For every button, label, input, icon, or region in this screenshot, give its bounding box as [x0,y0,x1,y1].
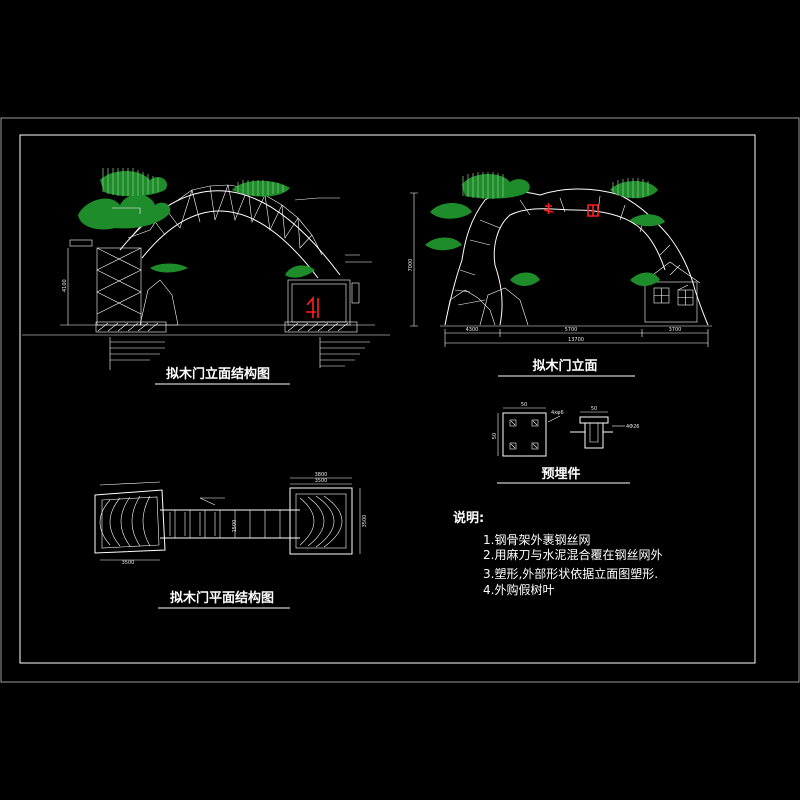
note-item-1: 1.钢骨架外裹钢丝网 [483,532,590,547]
dim-plan-depth: 3500 [362,515,368,528]
dim-plan-w1: 3800 [315,472,328,478]
dim-elev-right: 3700 [669,327,682,333]
title-elevation: 拟木门立面 [532,358,597,374]
outer-frame [0,117,800,683]
note-item-4: 4.外购假树叶 [483,582,554,597]
dim-emb-w2: 50 [591,406,597,412]
elevation-structure-drawing: 4100 [22,168,390,370]
title-embedded-part: 预埋件 [541,466,580,482]
emb-note-2: 4Φ26 [626,424,639,430]
plan-structure-drawing [94,477,361,561]
dim-elev-height: 7000 [408,259,414,272]
dim-struct-height: 4100 [62,279,68,292]
dim-plan-mid: 1500 [232,520,238,533]
dim-elev-left: 4300 [466,327,479,333]
inner-frame [19,134,756,664]
dim-emb-h1: 50 [492,433,498,439]
embedded-part-drawing [497,407,625,457]
note-item-3: 3.塑形,外部形状依据立面图塑形. [483,566,658,581]
dim-emb-w1: 50 [521,402,527,408]
dim-plan-w2: 3500 [315,478,328,484]
dim-plan-left: 3500 [122,560,135,566]
notes-heading: 说明: [453,510,484,526]
note-item-2: 2.用麻刀与水泥混合覆在钢丝网外 [483,547,662,562]
elevation-drawing [410,172,712,347]
emb-note-1: 4xφ6 [551,410,564,416]
dim-elev-total: 13700 [568,337,584,343]
title-elevation-structure: 拟木门立面结构图 [166,366,270,382]
notes-block: 说明: 1.钢骨架外裹钢丝网 2.用麻刀与水泥混合覆在钢丝网外 3.塑形,外部形… [453,510,662,597]
title-plan-structure: 拟木门平面结构图 [170,590,274,606]
dim-elev-mid: 5700 [565,327,578,333]
